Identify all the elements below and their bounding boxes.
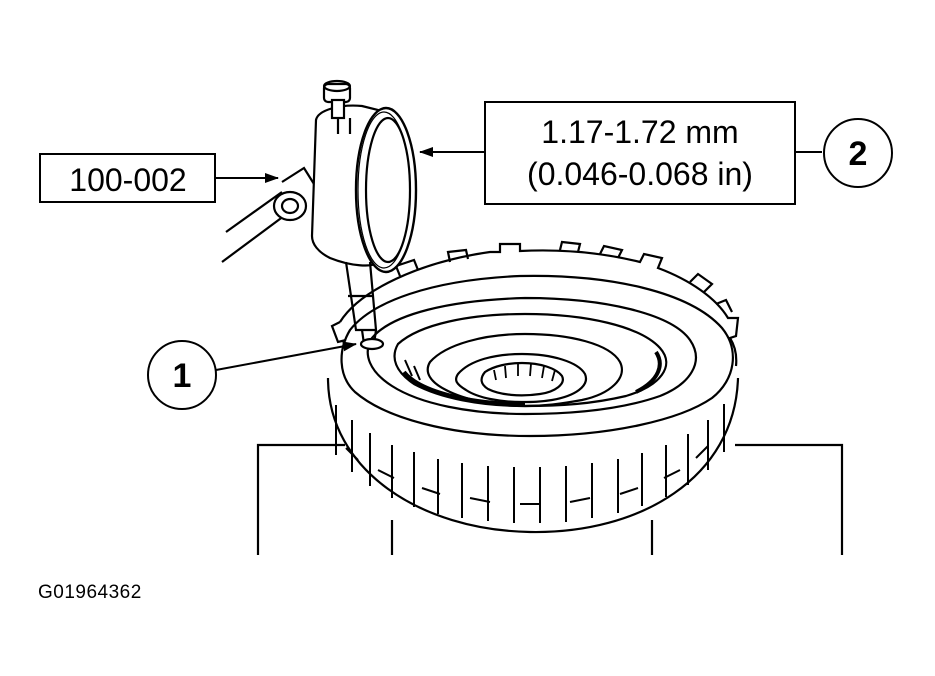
figure-id: G01964362 [38, 582, 142, 603]
support-table [256, 443, 844, 555]
callout-2-number: 2 [849, 135, 868, 173]
spec-callout: 1.17-1.72 mm (0.046-0.068 in) [419, 101, 822, 205]
tool-number-callout: 100-002 [39, 153, 279, 203]
callout-2: 2 [823, 118, 893, 188]
gear-teeth [335, 404, 725, 523]
callout-1-number: 1 [173, 357, 192, 395]
tool-number-label: 100-002 [69, 162, 186, 198]
spec-mm-label: 1.17-1.72 mm [541, 114, 738, 150]
spec-in-label: (0.046-0.068 in) [527, 156, 753, 192]
spline-teeth [493, 363, 556, 382]
clutch-gear-assembly [326, 240, 740, 534]
dial-indicator [221, 79, 418, 351]
callout-1: 1 [147, 340, 357, 410]
